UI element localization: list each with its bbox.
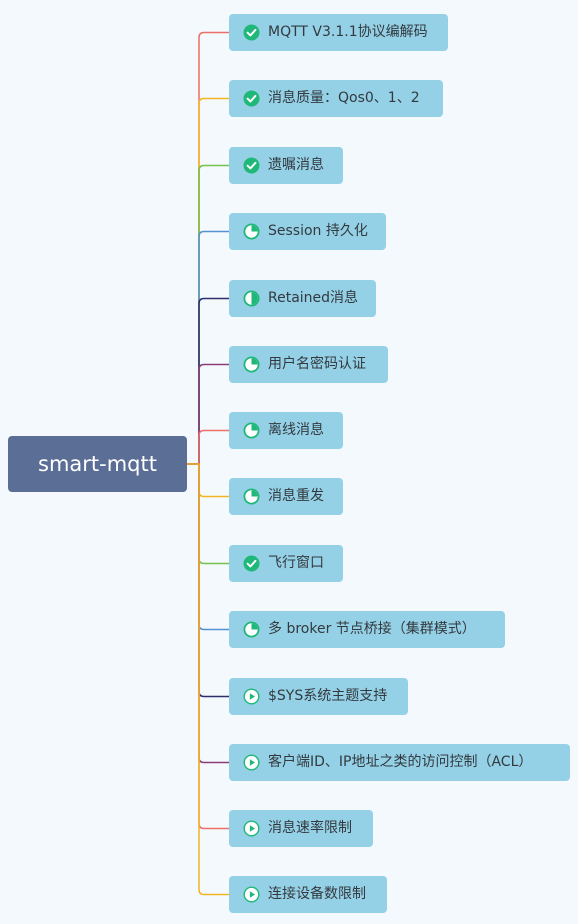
branch-connector [187,463,229,764]
topic-node[interactable]: 连接设备数限制 [229,876,387,913]
topic-label: Session 持久化 [268,223,368,239]
branch-connector [187,463,229,631]
topic-label: 离线消息 [268,422,324,438]
play-icon [243,754,260,771]
topic-node[interactable]: 消息重发 [229,478,343,515]
branch-connector [187,463,229,498]
progress-quarter-icon [243,356,260,373]
root-topic-label: smart-mqtt [38,452,157,476]
play-icon [243,820,260,837]
branch-connector [187,429,229,465]
topic-node[interactable]: $SYS系统主题支持 [229,678,408,715]
topic-label: 飞行窗口 [268,555,324,571]
play-icon [243,688,260,705]
play-icon [243,886,260,903]
topic-node[interactable]: Session 持久化 [229,213,386,250]
done-check-icon [243,90,260,107]
topic-label: 消息质量：Qos0、1、2 [268,90,420,106]
done-check-icon [243,157,260,174]
done-check-icon [243,24,260,41]
progress-quarter-icon [243,621,260,638]
progress-quarter-icon [243,422,260,439]
done-check-icon [243,555,260,572]
topic-node[interactable]: 用户名密码认证 [229,346,388,383]
progress-half-icon [243,290,260,307]
topic-node[interactable]: 多 broker 节点桥接（集群模式） [229,611,505,648]
topic-label: 客户端ID、IP地址之类的访问控制（ACL） [268,754,533,770]
branch-connector [187,230,229,465]
branch-connector [187,463,229,830]
topic-node[interactable]: 消息速率限制 [229,810,373,847]
topic-label: 消息速率限制 [268,820,352,836]
topic-label: 多 broker 节点桥接（集群模式） [268,621,476,637]
topic-node[interactable]: 消息质量：Qos0、1、2 [229,80,443,117]
progress-quarter-icon [243,223,260,240]
branch-connector [187,164,229,465]
topic-node[interactable]: 飞行窗口 [229,545,343,582]
topic-node[interactable]: 客户端ID、IP地址之类的访问控制（ACL） [229,744,570,781]
topic-label: 连接设备数限制 [268,886,366,902]
branch-connector [187,297,229,465]
branch-connector [187,97,229,465]
root-topic[interactable]: smart-mqtt [8,436,187,492]
topic-label: Retained消息 [268,290,359,306]
topic-node[interactable]: Retained消息 [229,280,376,317]
topic-node[interactable]: 遗嘱消息 [229,147,343,184]
topic-node[interactable]: 离线消息 [229,412,343,449]
topic-label: $SYS系统主题支持 [268,688,388,704]
topic-label: 遗嘱消息 [268,157,324,173]
progress-quarter-icon [243,488,260,505]
branch-connector [187,31,229,465]
branch-connector [187,463,229,896]
branch-connector [187,363,229,465]
topic-node[interactable]: MQTT V3.1.1协议编解码 [229,14,448,51]
topic-label: 消息重发 [268,488,324,504]
topic-label: 用户名密码认证 [268,356,366,372]
topic-label: MQTT V3.1.1协议编解码 [268,24,428,40]
branch-connector [187,463,229,565]
branch-connector [187,463,229,698]
